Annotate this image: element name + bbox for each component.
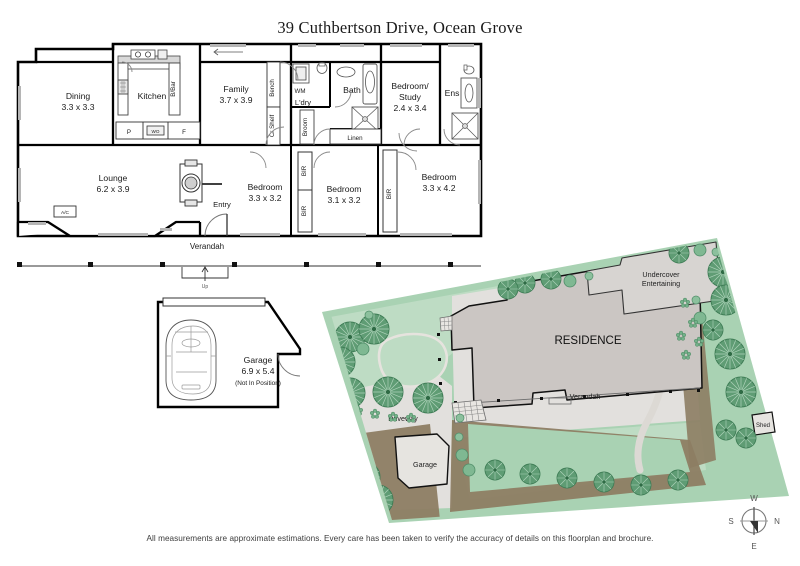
page-title: 39 Cuthbertson Drive, Ocean Grove [277, 18, 523, 37]
bir-2-label: BIR [301, 205, 308, 216]
bedroom-3-label: Bedroom [422, 172, 457, 182]
linen-cupboard [329, 128, 382, 145]
residence-label: RESIDENCE [554, 335, 621, 347]
site-garage-outline [394, 433, 450, 489]
bedroom-1-dims: 3.3 x 3.2 [249, 193, 282, 203]
windows [18, 44, 481, 236]
garage-door [162, 297, 266, 307]
undercover-entertaining-label-1: Undercover [642, 270, 680, 279]
bir-1-label: BIR [301, 165, 308, 176]
kitchen-fixtures [117, 49, 181, 116]
ens-label: Ens [445, 88, 460, 98]
driveway-label: Driveway [388, 414, 418, 423]
house-outer-wall [18, 44, 481, 236]
site-house-posts [437, 333, 442, 385]
laundry-fixtures [292, 63, 315, 145]
garage-label: Garage [244, 355, 273, 365]
site-plan: Undercover Entertaining RESIDENCE Verand… [322, 238, 789, 523]
wm-label: WM [295, 88, 306, 95]
dining-label: Dining [66, 91, 91, 101]
bbar-label: B/Bar [170, 81, 177, 96]
floor-plan: Dining 3.3 x 3.3 Kitchen B/Bar [16, 42, 483, 409]
bench-shelf-column [266, 61, 281, 146]
shed-label: Shed [756, 423, 770, 429]
shed-outline [751, 411, 776, 436]
site-verandah-step [548, 397, 572, 405]
bath-label: Bath [343, 85, 361, 95]
dining-dims: 3.3 x 3.3 [62, 102, 95, 112]
bench-label: Bench [269, 79, 276, 97]
family-label: Family [223, 84, 249, 94]
bedroom-study-label-1: Bedroom/ [391, 81, 429, 91]
bedroom-study-dims: 2.4 x 3.4 [394, 103, 427, 113]
compass-s-label: S [728, 517, 733, 526]
sliding-door-family [213, 48, 243, 56]
compass-e-label: E [751, 542, 756, 551]
lounge-bay-wall [16, 220, 200, 238]
bir-1-2 [297, 151, 313, 233]
ldry-label: L'dry [295, 98, 311, 107]
car-outline [165, 319, 217, 401]
bir-3-label: BIR [386, 188, 393, 199]
broom-label: Broom [302, 118, 309, 136]
bir-3 [382, 149, 398, 233]
garage-pedestrian-door-swing [277, 353, 301, 377]
lounge-label: Lounge [99, 173, 128, 183]
wall-oven-label: WO [152, 129, 160, 134]
site-garage-label: Garage [413, 460, 437, 469]
bedroom-2-dims: 3.1 x 3.2 [328, 195, 361, 205]
bedroom-1-label: Bedroom [248, 182, 283, 192]
verandah-step [181, 266, 229, 281]
ensuite-fixtures [451, 64, 479, 140]
heater-fixture [179, 159, 203, 207]
entry-label: Entry [213, 200, 231, 209]
ac-unit [53, 205, 77, 218]
site-verandah-line [454, 387, 701, 405]
bath-fixtures [316, 62, 379, 132]
verandah-posts [17, 262, 453, 267]
footer-disclaimer: All measurements are approximate estimat… [146, 534, 654, 543]
kitchen-label: Kitchen [138, 91, 167, 101]
pantry-label: P [127, 129, 131, 136]
up-label: Up [202, 284, 209, 290]
side-steps [439, 315, 453, 332]
lounge-dims: 6.2 x 3.9 [97, 184, 130, 194]
garage-dims: 6.9 x 5.4 [242, 366, 275, 376]
site-verandah-label: Verandah [570, 392, 601, 401]
undercover-entertaining-label-2: Entertaining [642, 279, 680, 288]
garage-note: (Not In Position) [235, 380, 281, 387]
cr-shelf-label: Cr Shelf [269, 115, 276, 138]
door-swings [121, 61, 461, 171]
bedroom-2-label: Bedroom [327, 184, 362, 194]
verandah-label: Verandah [190, 242, 224, 251]
entry-door-swing [204, 213, 228, 237]
fridge-label: F [182, 129, 186, 136]
ac-label: A/C [61, 210, 70, 216]
compass-rose: W E S N [728, 494, 780, 551]
bedroom-3-dims: 3.3 x 4.2 [423, 183, 456, 193]
family-dims: 3.7 x 3.9 [220, 95, 253, 105]
compass-n-label: N [774, 517, 780, 526]
linen-label: Linen [347, 135, 363, 142]
pantry-run [115, 121, 201, 140]
compass-w-label: W [750, 494, 758, 503]
bedroom-study-label-2: Study [399, 92, 422, 102]
